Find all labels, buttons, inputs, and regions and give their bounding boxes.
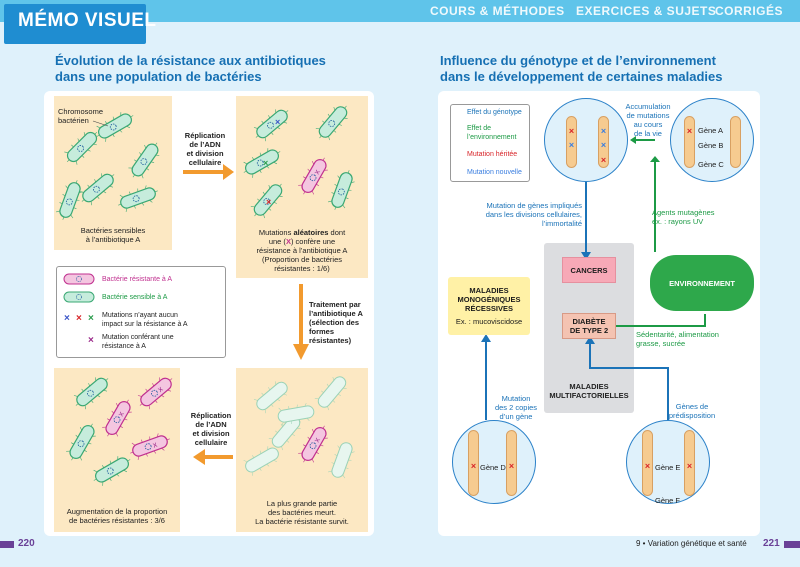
resistant-increase-caption: Augmentation de la proportion de bactéri… bbox=[66, 507, 168, 525]
nav-corriges[interactable]: CORRIGÉS bbox=[715, 4, 784, 18]
step-replication-1: Réplication de l’ADN et division cellula… bbox=[184, 131, 226, 167]
random-mutations-caption: Mutations aléatoires dont une (X) confèr… bbox=[256, 228, 348, 273]
svg-text:×: × bbox=[88, 313, 94, 324]
multifactorial-label: MALADIES MULTIFACTORIELLES bbox=[549, 382, 629, 400]
footer-bar-right bbox=[784, 541, 800, 548]
svg-text:×: × bbox=[275, 117, 280, 127]
cancers-node: CANCERS bbox=[562, 257, 616, 283]
svg-text:×: × bbox=[76, 313, 82, 324]
page-number-right: 221 bbox=[763, 538, 780, 549]
environment-node: ENVIRONNEMENT bbox=[650, 255, 754, 311]
sensitive-bacteria-caption: Bactéries sensibles à l’antibiotique A bbox=[80, 226, 146, 244]
chromosome bbox=[566, 116, 577, 168]
chromosome bbox=[598, 116, 609, 168]
top-banner bbox=[0, 0, 800, 22]
chromosome bbox=[468, 430, 479, 496]
legend-new-mutation: Mutation nouvelle bbox=[467, 169, 522, 176]
legend-conferring-mutation: Mutation conférant une résistance à A bbox=[102, 334, 174, 350]
mutation-genes-label: Mutation de gènes impliqués dans les div… bbox=[485, 201, 582, 228]
accumulation-label: Accumulation de mutations au cours de la… bbox=[625, 102, 671, 138]
mutation-two-copies-label: Mutation des 2 copies d’un gène bbox=[494, 394, 538, 421]
left-legend-symbols: × × × × bbox=[63, 273, 95, 346]
chromosome bbox=[642, 430, 653, 496]
svg-text:×: × bbox=[263, 158, 268, 168]
step-antibiotic-treatment: Traitement par l’antibiotique A (sélecti… bbox=[309, 300, 363, 345]
predisposition-cell-circle bbox=[626, 420, 710, 504]
lifestyle-label: Sédentarité, alimentation grasse, sucrée bbox=[636, 330, 719, 348]
gene-c-label: Gène C bbox=[698, 160, 724, 169]
legend-environment-effect: Effet de l’environnement bbox=[467, 125, 517, 141]
inherited-mutation-mark: × bbox=[686, 126, 693, 136]
memo-visuel-label: MÉMO VISUEL bbox=[18, 10, 157, 31]
left-section-title-line2: dans une population de bactéries bbox=[55, 69, 262, 84]
inherited-mutation-mark: × bbox=[644, 461, 651, 471]
new-mutation-mark: × bbox=[600, 126, 607, 136]
after-treatment-caption: La plus grande partie des bactéries meur… bbox=[255, 499, 349, 526]
legend-neutral-mutations: Mutations n’ayant aucun impact sur la ré… bbox=[102, 312, 188, 328]
legend-resistant: Bactérie résistante à A bbox=[102, 276, 173, 283]
chromosome bbox=[730, 116, 741, 168]
step-replication-2: Réplication de l’ADN et division cellula… bbox=[190, 411, 232, 447]
new-mutation-mark: × bbox=[600, 140, 607, 150]
memo-visuel-tag bbox=[4, 4, 146, 44]
right-legend bbox=[450, 104, 530, 182]
cancer-cell-circle bbox=[544, 98, 628, 182]
gene-a-label: Gène A bbox=[698, 126, 724, 135]
right-section-title-line1: Influence du génotype et de l’environnem… bbox=[440, 53, 716, 68]
chapter-label: 9 • Variation génétique et santé bbox=[636, 539, 747, 548]
inherited-mutation-mark: × bbox=[508, 461, 515, 471]
right-section-title-line2: dans le développement de certaines malad… bbox=[440, 69, 723, 84]
footer-bar-left bbox=[0, 541, 14, 548]
legend-inherited-mutation: Mutation héritée bbox=[467, 151, 518, 158]
legend-sensitive: Bactérie sensible à A bbox=[102, 294, 168, 301]
inherited-mutation-mark: × bbox=[600, 155, 607, 165]
legend-genotype-effect: Effet du génotype bbox=[467, 109, 522, 116]
chromosome-label: Chromosome bactérien bbox=[58, 107, 104, 125]
svg-text:×: × bbox=[266, 197, 271, 207]
chromosome bbox=[684, 116, 695, 168]
page-number-left: 220 bbox=[18, 538, 35, 549]
inherited-mutation-mark: × bbox=[686, 461, 693, 471]
inherited-mutation-mark: × bbox=[568, 126, 575, 136]
left-section-title-line1: Évolution de la résistance aux antibioti… bbox=[55, 53, 326, 68]
predisposition-genes-label: Gènes de prédisposition bbox=[668, 402, 716, 420]
inherited-mutation-mark: × bbox=[470, 461, 477, 471]
new-mutation-mark: × bbox=[568, 140, 575, 150]
monogenic-cell-circle bbox=[452, 420, 536, 504]
chromosome bbox=[684, 430, 695, 496]
gene-e-label: Gène E bbox=[655, 463, 681, 472]
gene-d-label: Gène D bbox=[480, 463, 506, 472]
svg-text:×: × bbox=[64, 313, 70, 324]
nav-exercices-sujets[interactable]: EXERCICES & SUJETS bbox=[576, 4, 717, 18]
nav-cours-methodes[interactable]: COURS & MÉTHODES bbox=[430, 4, 565, 18]
diabetes-node: DIABÈTE DE TYPE 2 bbox=[562, 313, 616, 339]
gene-f-label: Gène F bbox=[655, 496, 681, 505]
chromosome bbox=[506, 430, 517, 496]
gene-b-label: Gène B bbox=[698, 141, 724, 150]
svg-text:×: × bbox=[88, 335, 94, 346]
mutagenic-agents-label: Agents mutagènes ex. : rayons UV bbox=[652, 208, 715, 226]
